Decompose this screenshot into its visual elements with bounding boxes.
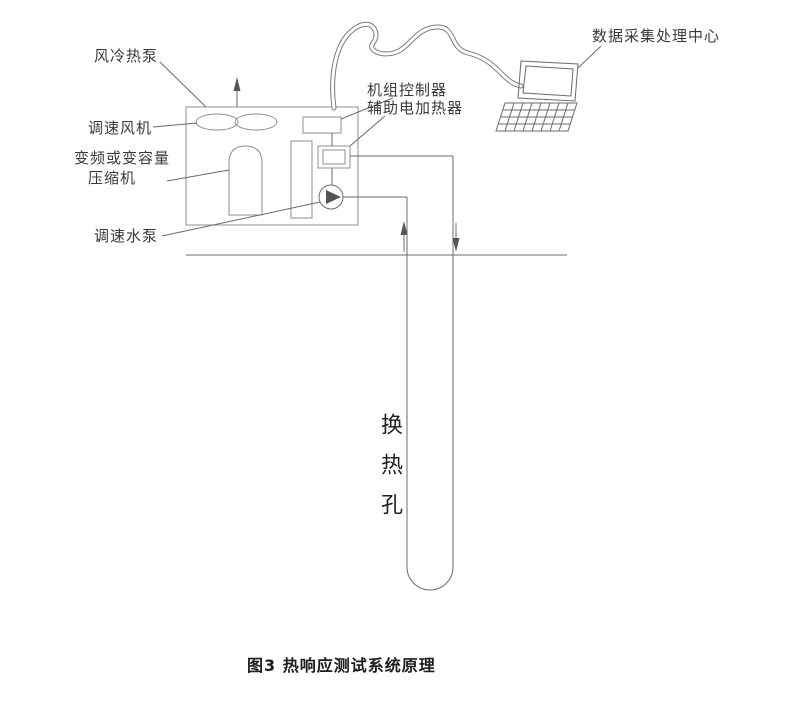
label-variable-speed-fan: 调速风机: [88, 119, 153, 137]
label-borehole: 换热孔: [377, 413, 402, 533]
laptop-keyboard: [495, 102, 578, 132]
laptop-screen-inner: [522, 65, 574, 97]
label-auxiliary-heater: 辅助电加热器: [367, 99, 464, 117]
label-variable-speed-pump: 调速水泵: [94, 227, 159, 245]
label-compressor-line1: 变频或变容量: [74, 149, 171, 167]
label-data-center: 数据采集处理中心: [592, 27, 721, 45]
label-unit-controller: 机组控制器: [367, 81, 448, 99]
keyboard-col-line: [513, 102, 524, 132]
internal-exchanger-box: [290, 140, 313, 219]
keyboard-col-line: [522, 102, 533, 132]
pump-rotor-icon: [326, 190, 341, 204]
leader-variable-speed-pump: [161, 201, 321, 237]
keyboard-col-line: [549, 102, 560, 132]
keyboard-col-line: [504, 102, 515, 132]
leader-data-center: [577, 45, 602, 69]
upflow-arrow-head: [400, 221, 408, 235]
airflow-arrow-head: [233, 77, 241, 91]
leader-auxiliary-heater: [349, 115, 386, 147]
compressor-shape: [228, 145, 263, 216]
label-air-cooled-heat-pump: 风冷热泵: [94, 47, 159, 65]
figure-caption: 图3 热响应测试系统原理: [247, 656, 436, 675]
data-cable-inner: [331, 22, 523, 110]
leader-compressor: [166, 169, 230, 182]
fan-right-icon: [234, 113, 278, 131]
heat-pump-unit-box: [185, 106, 359, 226]
borehole-u-bend: [406, 566, 454, 591]
fan-left-icon: [195, 113, 239, 131]
auxiliary-heater-inner-box: [322, 149, 346, 165]
auxiliary-heater-box: [317, 145, 351, 169]
laptop-screen-outer: [517, 60, 579, 102]
leader-variable-speed-fan: [152, 122, 198, 128]
keyboard-col-line: [540, 102, 551, 132]
leader-unit-controller: [340, 97, 394, 120]
keyboard-col-line: [558, 102, 569, 132]
label-compressor-line2: 压缩机: [88, 169, 137, 187]
downflow-arrow-head: [452, 238, 460, 252]
unit-controller-box: [302, 116, 342, 134]
keyboard-col-line: [531, 102, 542, 132]
leader-air-cooled-heat-pump: [159, 61, 207, 108]
